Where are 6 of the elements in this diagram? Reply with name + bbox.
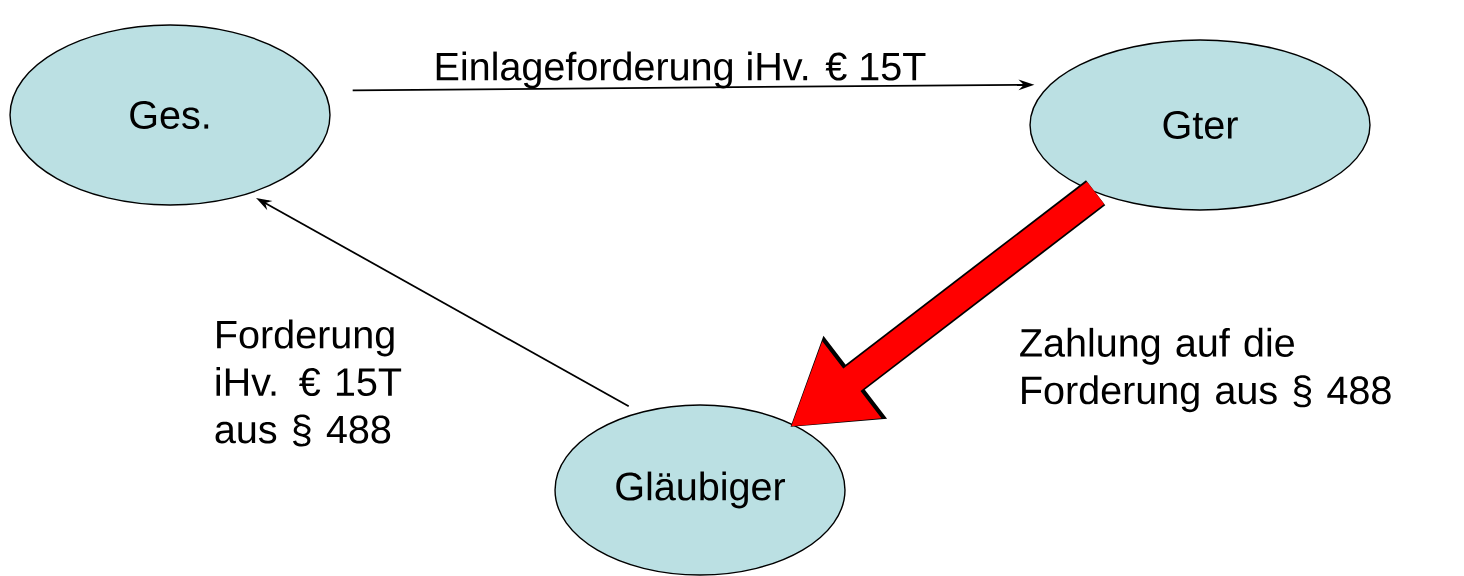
edge-label: Forderung iHv. € 15T aus § 488 bbox=[215, 319, 402, 447]
ellipse-node: Ges. bbox=[9, 24, 331, 206]
edge-label: Zahlung auf die Forderung aus § 488 bbox=[1020, 327, 1391, 413]
ellipse-node: Gläubiger bbox=[554, 404, 846, 576]
ellipse-node: Gter bbox=[1029, 39, 1371, 211]
edge-label: Einlageforderung iHv. € 15T bbox=[436, 51, 926, 89]
